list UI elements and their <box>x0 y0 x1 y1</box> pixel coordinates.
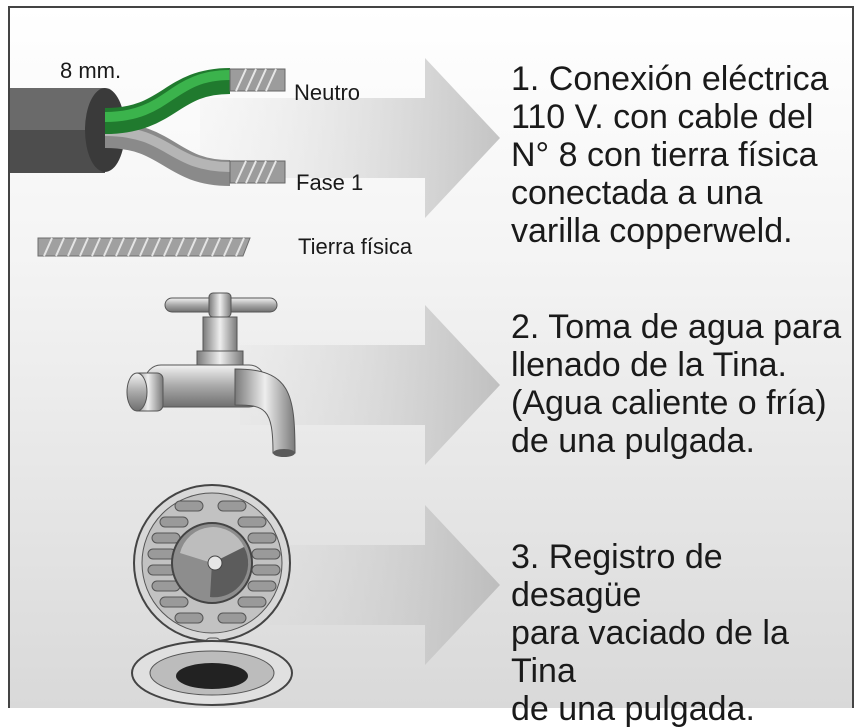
cable-size-label: 8 mm. <box>60 58 122 83</box>
drain-icon <box>131 484 293 706</box>
neutral-label: Neutro <box>294 80 361 105</box>
ground-wire-icon <box>37 237 251 257</box>
phase-label: Fase 1 <box>296 170 364 195</box>
item-description: 3. Registro de desagüe para vaciado de l… <box>511 538 789 728</box>
arrow-shape <box>240 305 500 465</box>
water-faucet-icon <box>126 292 296 457</box>
electric-cable-icon <box>10 68 286 186</box>
item-description: 1. Conexión eléctrica 110 V. con cable d… <box>511 60 829 250</box>
ground-label: Tierra física <box>298 234 413 259</box>
arrow-shape <box>270 505 500 665</box>
item-description: 2. Toma de agua para llenado de la Tina.… <box>511 308 842 460</box>
diagram-panel: 8 mm. Neutro Fase 1 Tierra física <box>8 6 854 728</box>
